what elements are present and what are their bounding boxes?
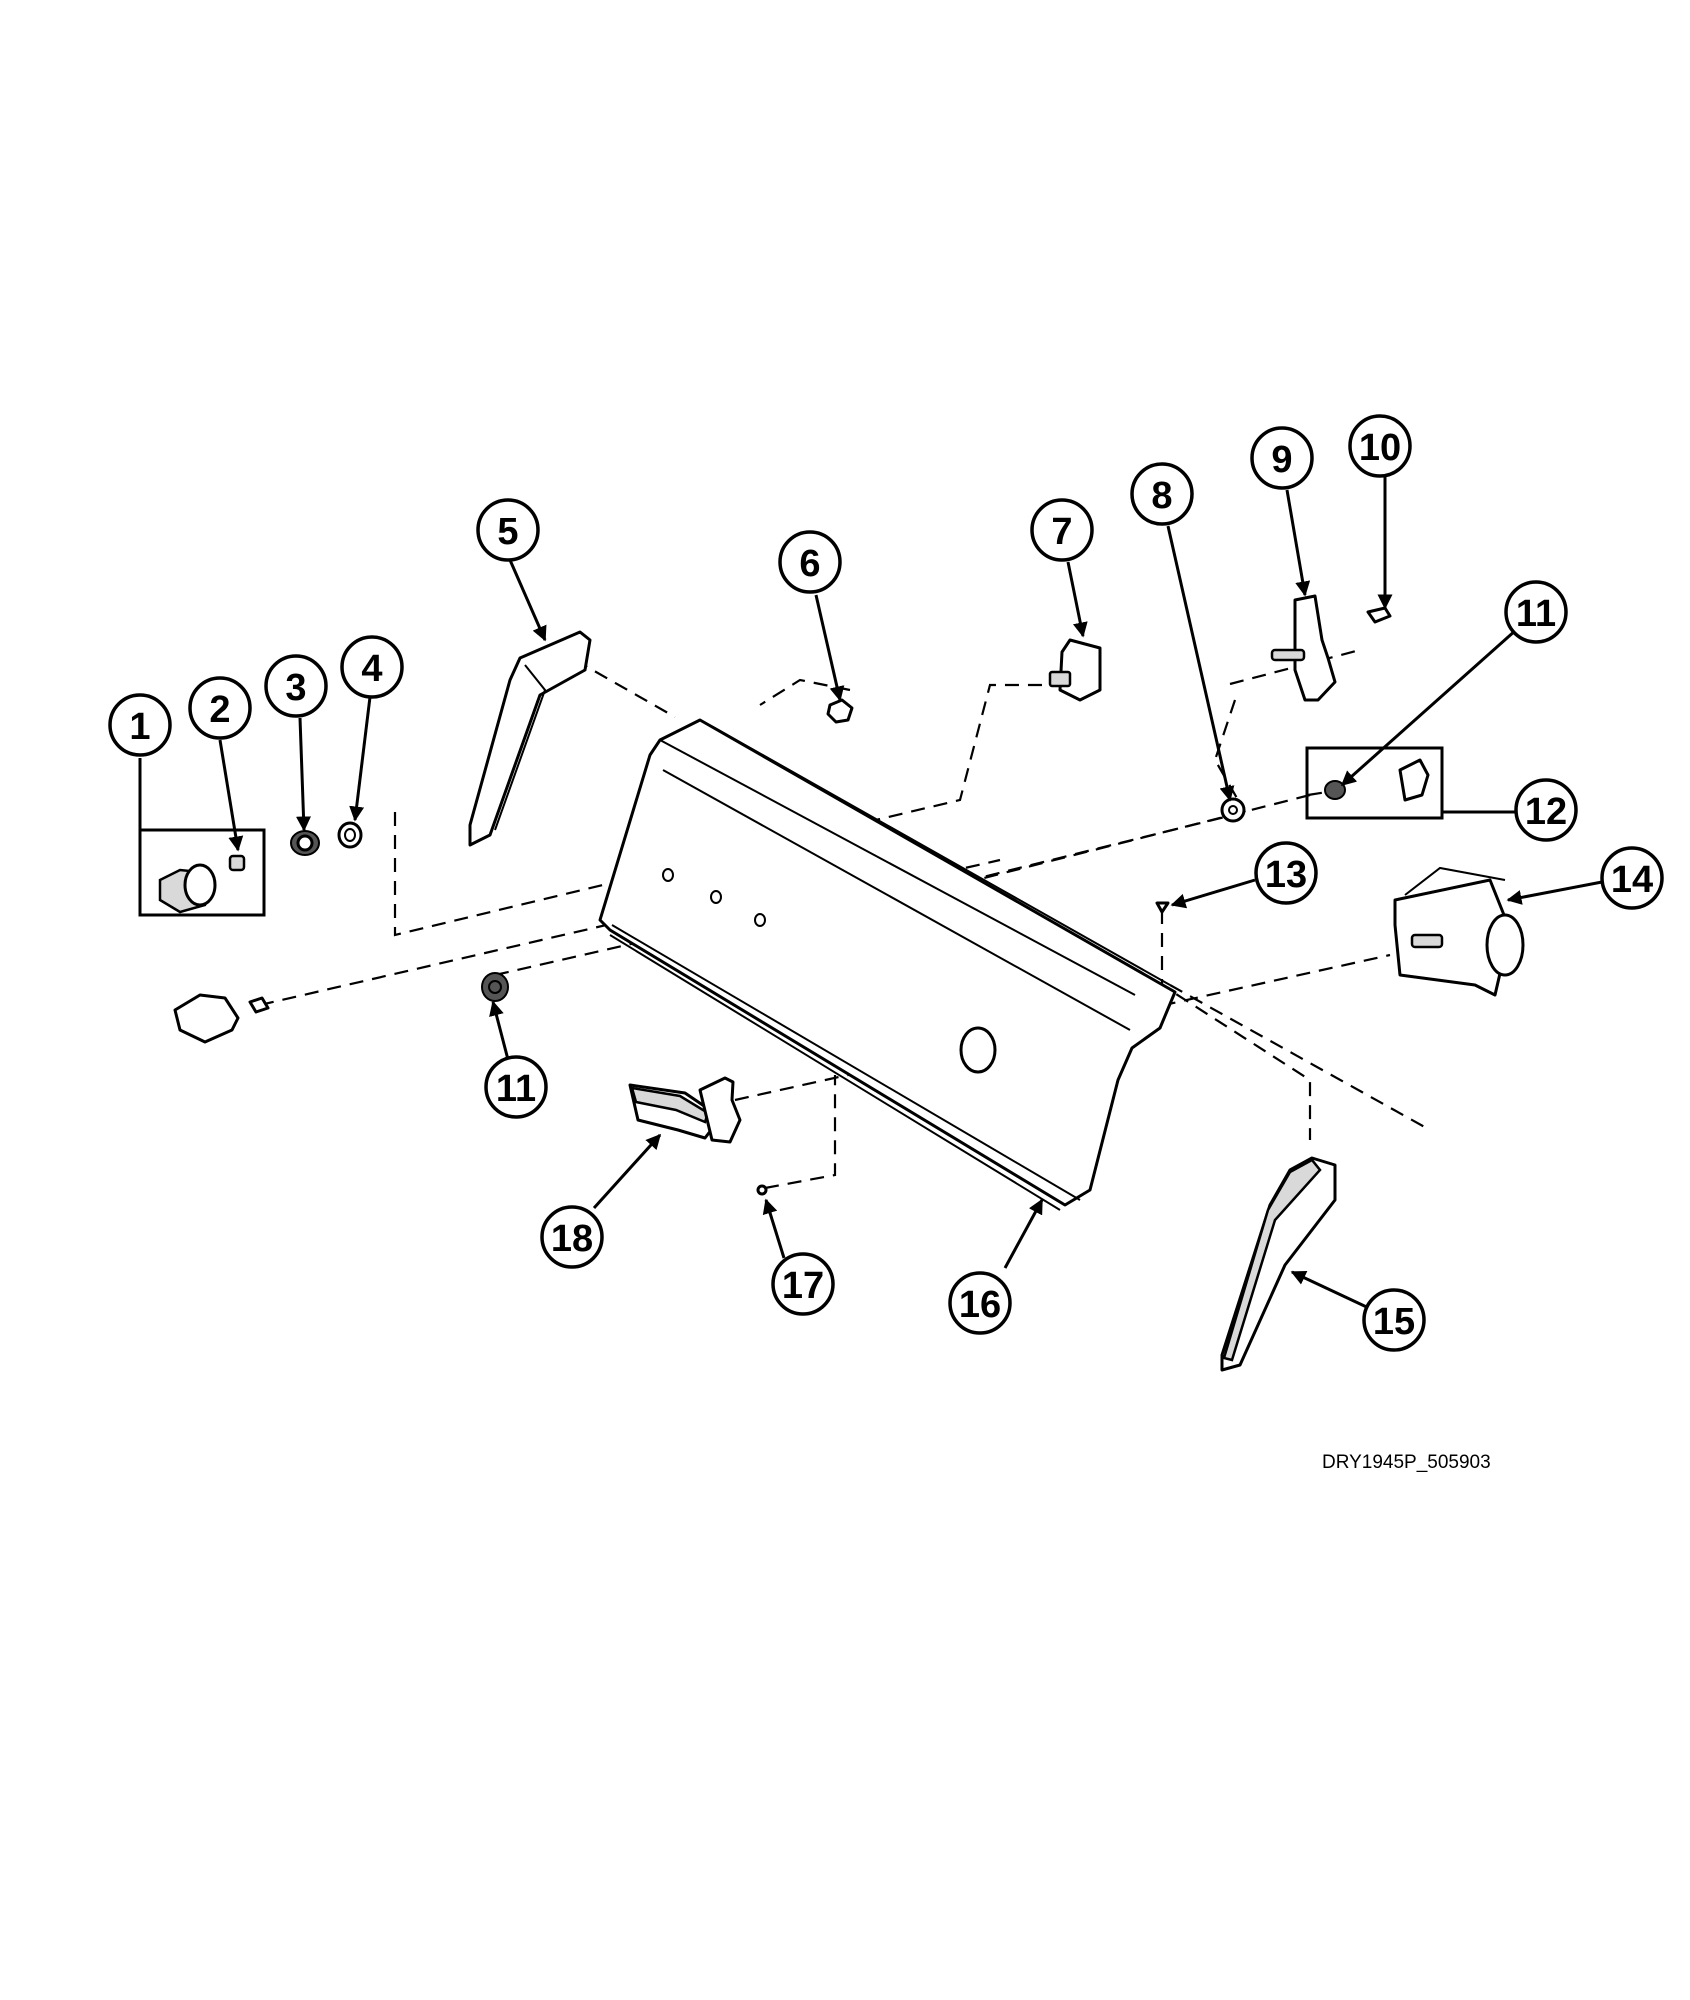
insert-part-2: [228, 854, 246, 872]
callout-14: 14: [1600, 846, 1664, 910]
switch-part-7: [1048, 638, 1102, 702]
switch-part-12: [1398, 758, 1430, 802]
callout-3: 3: [264, 654, 328, 718]
callout-11-lower-label: 11: [496, 1068, 536, 1110]
callout-1: 1: [108, 693, 172, 757]
callout-1-label: 1: [129, 706, 150, 748]
callout-7-label: 7: [1051, 511, 1072, 553]
callout-5-label: 5: [497, 511, 518, 553]
callout-2-label: 2: [209, 689, 230, 731]
callout-12: 12: [1514, 778, 1578, 842]
knob-far-left: [173, 993, 270, 1044]
callout-15: 15: [1362, 1288, 1426, 1352]
callout-10-label: 10: [1359, 427, 1401, 469]
callout-10: 10: [1348, 414, 1412, 478]
screw-part-17: [756, 1184, 768, 1196]
callout-17-label: 17: [782, 1265, 824, 1307]
leader-lines: [138, 476, 1603, 1312]
callout-5: 5: [476, 498, 540, 562]
locknut-part-8: [1220, 797, 1246, 823]
callout-17: 17: [771, 1252, 835, 1316]
callout-8: 8: [1130, 462, 1194, 526]
drawing-code: DRY1945P_505903: [1322, 1452, 1491, 1473]
callout-9: 9: [1250, 426, 1314, 490]
callout-13: 13: [1254, 841, 1318, 905]
callout-11-lower: 11: [484, 1055, 548, 1119]
switch-assembly-box: [1305, 746, 1444, 820]
callout-2: 2: [188, 676, 252, 740]
callout-15-label: 15: [1373, 1301, 1415, 1343]
knob-part-18: [628, 1076, 742, 1144]
callout-16: 16: [948, 1271, 1012, 1335]
left-end-cap-part-5: [468, 630, 592, 847]
control-panel-part-16: [598, 718, 1177, 1211]
callout-18-label: 18: [551, 1218, 593, 1260]
callout-4-label: 4: [361, 648, 382, 690]
callout-3-label: 3: [285, 667, 306, 709]
callout-7: 7: [1030, 498, 1094, 562]
callout-18: 18: [540, 1205, 604, 1269]
timer-part-14: [1393, 866, 1525, 997]
nut-part-6: [826, 698, 854, 724]
right-end-cap-part-15: [1220, 1156, 1337, 1372]
clip-part-4: [337, 821, 363, 849]
callout-14-label: 14: [1611, 859, 1653, 901]
callout-8-label: 8: [1151, 475, 1172, 517]
callout-16-label: 16: [959, 1284, 1001, 1326]
callout-13-label: 13: [1265, 854, 1307, 896]
callout-11-upper: 11: [1504, 580, 1568, 644]
bracket-part-9: [1270, 594, 1337, 702]
callout-6: 6: [778, 530, 842, 594]
bushing-part-3: [290, 830, 320, 856]
screw-part-13: [1155, 901, 1170, 914]
callout-12-label: 12: [1525, 791, 1567, 833]
knob-assembly-box: [138, 828, 266, 917]
callout-9-label: 9: [1271, 439, 1292, 481]
callout-11-upper-label: 11: [1516, 593, 1556, 635]
nut-part-11-lower: [481, 972, 509, 1002]
screw-part-10: [1366, 606, 1392, 624]
nut-part-11: [1324, 780, 1346, 800]
callout-6-label: 6: [799, 543, 820, 585]
callout-4: 4: [340, 635, 404, 699]
